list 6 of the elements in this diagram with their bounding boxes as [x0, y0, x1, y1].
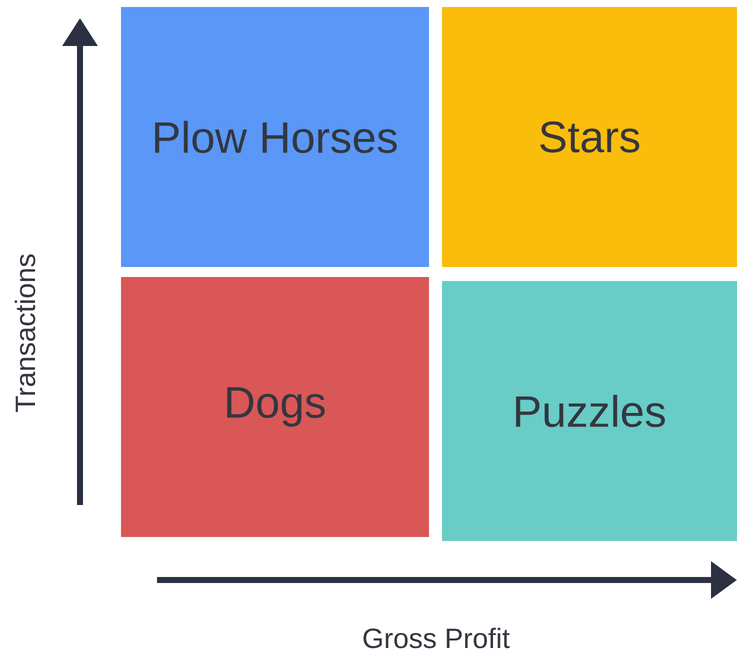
quadrant-box: Stars — [442, 7, 737, 267]
quadrant-box: Plow Horses — [121, 7, 429, 267]
axis-label: Gross Profit — [364, 628, 510, 648]
axis-label: Transactions — [14, 254, 36, 412]
quadrant-box: Dogs — [121, 277, 429, 537]
quadrant-box: Puzzles — [442, 281, 737, 541]
